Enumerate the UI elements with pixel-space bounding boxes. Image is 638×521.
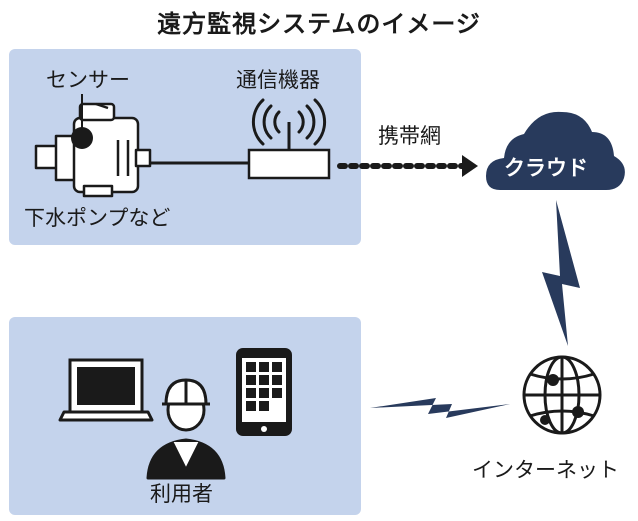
worker-icon xyxy=(146,378,226,480)
diagram-title: 遠方監視システムのイメージ xyxy=(157,10,481,38)
sensor-icon xyxy=(71,127,93,149)
comm-device-label: 通信機器 xyxy=(236,68,320,92)
pump-label: 下水ポンプなど xyxy=(24,206,171,230)
user-label: 利用者 xyxy=(150,482,213,506)
sensor-label: センサー xyxy=(46,68,130,92)
lightning-icon xyxy=(542,200,580,346)
cloud-label: クラウド xyxy=(504,156,588,180)
laptop-icon xyxy=(58,358,154,422)
lightning-icon-horizontal xyxy=(370,398,510,418)
arrow-head xyxy=(462,155,478,177)
smartphone-icon xyxy=(236,348,292,436)
globe-icon xyxy=(522,355,602,435)
router-icon xyxy=(247,98,331,180)
internet-label: インターネット xyxy=(472,458,619,482)
cloud-icon xyxy=(486,111,625,190)
mobile-network-label: 携帯網 xyxy=(378,124,441,148)
pump-icon xyxy=(34,102,152,198)
